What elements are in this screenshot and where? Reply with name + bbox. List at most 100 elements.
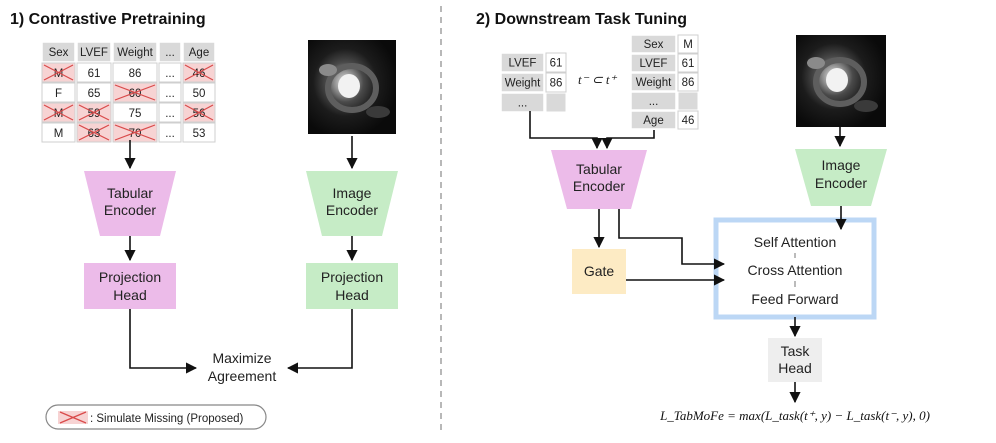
image-encoder-right-label-2: Encoder bbox=[815, 175, 867, 191]
subset-value: 61 bbox=[550, 58, 563, 70]
table-header-label: ... bbox=[165, 47, 175, 59]
full-value-cell bbox=[677, 110, 699, 130]
tabular-encoder-right-shape bbox=[551, 150, 647, 209]
projection-head-left: Projection Head bbox=[84, 263, 176, 309]
table-header-label: Sex bbox=[49, 47, 69, 59]
full-key: Age bbox=[643, 115, 663, 127]
cross-attention-label: Cross Attention bbox=[748, 262, 843, 278]
tabular-encoder-right-label-2: Encoder bbox=[573, 178, 625, 194]
missing-cross bbox=[114, 124, 156, 141]
table-cell bbox=[41, 122, 76, 143]
full-key: Weight bbox=[636, 77, 672, 89]
table-cell bbox=[76, 62, 112, 83]
missing-legend: : Simulate Missing (Proposed) bbox=[45, 404, 267, 430]
table-cell bbox=[158, 82, 182, 103]
image-encoder-right: Image Encoder bbox=[795, 149, 887, 206]
table-header-cell bbox=[41, 41, 76, 63]
table-cell bbox=[41, 82, 76, 103]
full-key-cell bbox=[630, 91, 677, 111]
arrow-left-to-agreement bbox=[129, 309, 198, 374]
loss-formula: L_TabMoFe = max(L_task(t⁺, y) − L_task(t… bbox=[659, 408, 930, 423]
table-header-label: Weight bbox=[117, 47, 153, 59]
projection-head-right-label-2: Head bbox=[335, 287, 368, 303]
image-encoder-left-label-1: Image bbox=[333, 185, 372, 201]
projection-head-left-label-2: Head bbox=[113, 287, 146, 303]
task-head: Task Head bbox=[768, 338, 822, 382]
image-encoder-left-shape bbox=[306, 171, 398, 236]
subset-value-cell bbox=[545, 72, 567, 93]
table-cell bbox=[112, 62, 158, 83]
arrow-right-to-agreement bbox=[286, 309, 353, 374]
transformer-block: Self Attention Cross Attention Feed Forw… bbox=[713, 217, 877, 320]
projection-head-left-box bbox=[84, 263, 176, 309]
subset-relation: t⁻ ⊂ t⁺ bbox=[578, 72, 617, 87]
subset-value-cell bbox=[545, 92, 567, 113]
image-encoder-left: Image Encoder bbox=[306, 171, 398, 236]
image-encoder-right-label-1: Image bbox=[822, 157, 861, 173]
missing-cross bbox=[114, 84, 156, 101]
table-header-cell bbox=[112, 41, 158, 63]
self-attention-box bbox=[728, 231, 862, 253]
legend-frame bbox=[45, 404, 267, 430]
table-cell-value: M bbox=[54, 68, 64, 80]
table-header-label: Age bbox=[189, 47, 209, 59]
table-cell bbox=[76, 82, 112, 103]
full-value: 86 bbox=[682, 77, 695, 89]
subset-key: Weight bbox=[505, 78, 541, 90]
projection-head-right-label-1: Projection bbox=[321, 269, 383, 285]
full-key-cell bbox=[630, 72, 677, 92]
gate-label: Gate bbox=[584, 263, 615, 279]
table-cell bbox=[182, 122, 216, 143]
feed-forward-box bbox=[728, 288, 862, 310]
task-head-label-2: Head bbox=[778, 360, 811, 376]
arrow-subset-to-encoder bbox=[529, 111, 603, 150]
table-cell-value: ... bbox=[165, 88, 175, 100]
tabular-encoder-left-label-1: Tabular bbox=[107, 185, 153, 201]
right-section-title: 2) Downstream Task Tuning bbox=[476, 11, 687, 28]
table-header-cell bbox=[76, 41, 112, 63]
full-key: LVEF bbox=[640, 58, 668, 70]
full-value-cell bbox=[677, 34, 699, 54]
full-key-cell bbox=[630, 34, 677, 54]
table-cell-value: ... bbox=[165, 68, 175, 80]
arrow-full-to-encoder bbox=[601, 130, 655, 150]
gate-box bbox=[572, 249, 626, 294]
table-header-label: LVEF bbox=[80, 47, 108, 59]
subset-key-cell bbox=[500, 72, 545, 93]
missing-cross bbox=[43, 64, 74, 81]
table-cell-value: 61 bbox=[88, 68, 101, 80]
table-cell-value: ... bbox=[165, 128, 175, 140]
missing-cross bbox=[43, 104, 74, 121]
table-cell-value: M bbox=[54, 128, 64, 140]
full-value-cell bbox=[677, 53, 699, 73]
tabular-encoder-left-label-2: Encoder bbox=[104, 202, 156, 218]
subset-key-cell bbox=[500, 92, 545, 113]
table-cell-value: 86 bbox=[129, 68, 142, 80]
table-cell-value: ... bbox=[165, 108, 175, 120]
projection-head-right: Projection Head bbox=[306, 263, 398, 309]
table-cell bbox=[158, 122, 182, 143]
task-head-label-1: Task bbox=[781, 343, 811, 359]
full-key: Sex bbox=[644, 39, 664, 51]
table-cell-value: 53 bbox=[193, 128, 206, 140]
self-attention-label: Self Attention bbox=[754, 234, 837, 250]
table-cell-value: 75 bbox=[129, 108, 142, 120]
tabular-encoder-right-label-1: Tabular bbox=[576, 161, 622, 177]
missing-cross bbox=[184, 64, 214, 81]
table-cell-value: F bbox=[55, 88, 62, 100]
table-header-cell bbox=[182, 41, 216, 63]
table-cell bbox=[158, 102, 182, 123]
table-cell-value: 50 bbox=[193, 88, 206, 100]
subset-value-cell bbox=[545, 52, 567, 73]
projection-head-left-label-1: Projection bbox=[99, 269, 161, 285]
table-cell bbox=[182, 82, 216, 103]
projection-head-right-box bbox=[306, 263, 398, 309]
missing-cross bbox=[78, 104, 110, 121]
table-cell-value: 65 bbox=[88, 88, 101, 100]
maximize-agreement-label-2: Agreement bbox=[208, 368, 277, 384]
table-cell-value: M bbox=[54, 108, 64, 120]
